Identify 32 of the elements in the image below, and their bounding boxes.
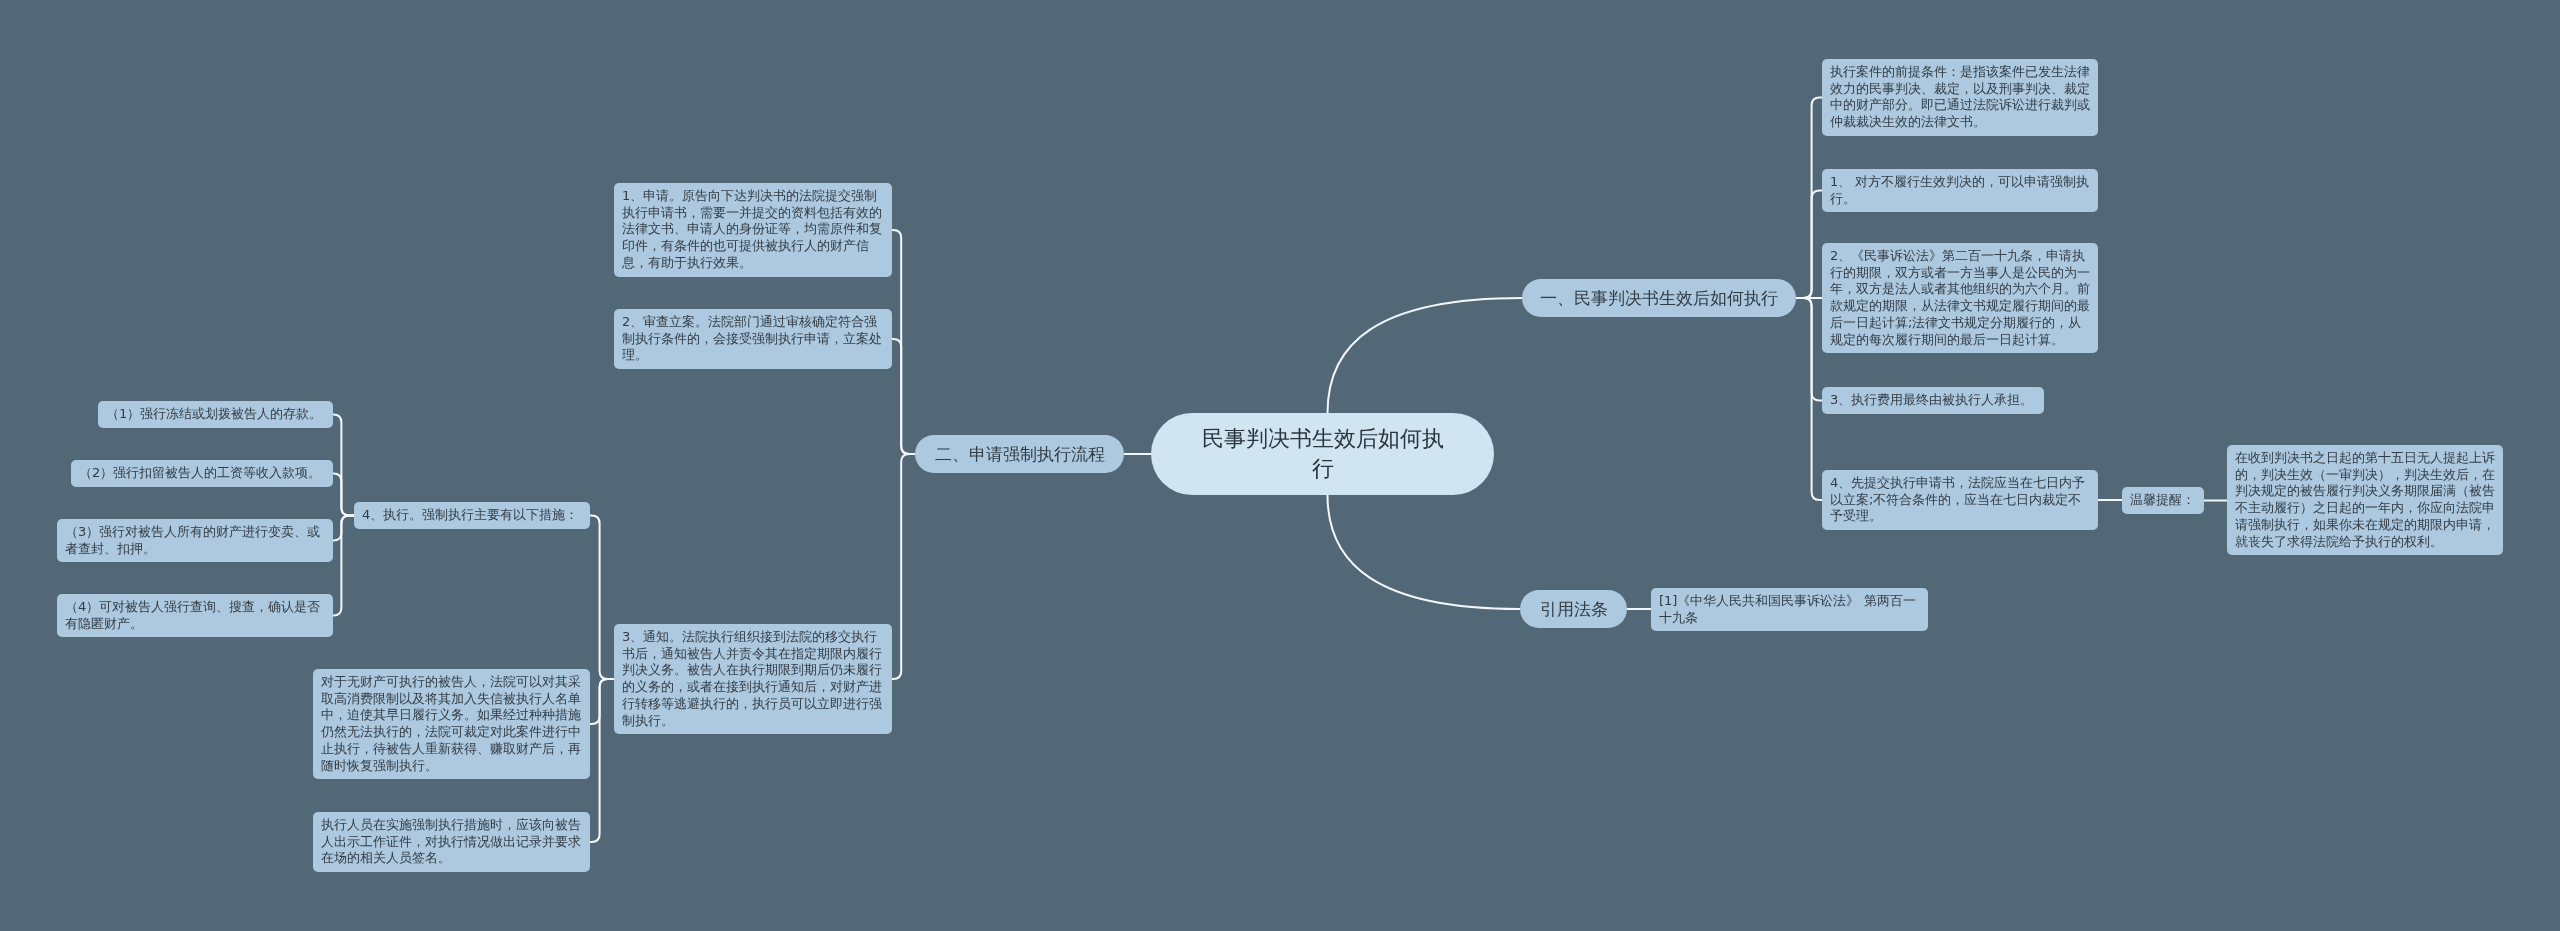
connector-line — [1626, 608, 1652, 610]
note-box: 1、 对方不履行生效判决的，可以申请强制执行。 — [1822, 169, 2098, 213]
note-box: 对于无财产可执行的被告人，法院可以对其采取高消费限制以及将其加入失信被执行人名单中，迫使其早日履行义务。如果经过种种措施仍然无法执行的，法院可裁定对此案件进行中止执行，待被告人重新获得、赚取财产后，再随时恢复强制执行。 — [313, 669, 590, 780]
connector-line — [1123, 453, 1152, 455]
note-box: 执行案件的前提条件：是指该案件已发生法律效力的民事判决、裁定，以及刑事判决、裁定中的财产部分。即已通过法院诉讼进行裁判或仲裁裁决生效的法律文书。 — [1822, 59, 2098, 136]
connector-line — [1795, 297, 1823, 501]
note-box: 4、先提交执行申请书，法院应当在七日内予以立案;不符合条件的，应当在七日内裁定不予受理。 — [1822, 470, 2098, 531]
note-box: [1]《中华人民共和国民事诉讼法》 第两百一十九条 — [1651, 588, 1928, 632]
note-box: 温馨提醒： — [2122, 487, 2204, 514]
note-box: 1、申请。原告向下达判决书的法院提交强制执行申请书，需要一并提交的资料包括有效的法律文书、申请人的身份证等，均需原件和复印件，有条件的也可提供被执行人的财产信息，有助于执行效果。 — [614, 183, 892, 277]
connector-line — [589, 678, 615, 843]
connector-line — [332, 514, 355, 617]
note-box: 3、通知。法院执行组织接到法院的移交执行书后，通知被告人并责令其在指定期限内履行判决义务。被告人在执行期限到期后仍未履行的义务的，或者在接到执行通知后，对财产进行转移等逃避执行的，执行员可以立即进行强制执行。 — [614, 624, 892, 735]
note-box: 2、《民事诉讼法》第二百一十九条，申请执行的期限，双方或者一方当事人是公民的为一年，双方是法人或者其他组织的为六个月。前款规定的期限，从法律文书规定履行期间的最后一日起计算;法律文书规定分期履行的，从规定的每次履行期间的最后一日起计算。 — [1822, 243, 2098, 354]
note-box: 3、执行费用最终由被执行人承担。 — [1822, 387, 2044, 414]
branch-topic: 引用法条 — [1520, 590, 1627, 628]
connector-line — [1326, 494, 1521, 610]
connector-line — [1326, 297, 1523, 414]
connector-line — [891, 453, 916, 680]
note-box: 2、审查立案。法院部门通过审核确定符合强制执行条件的，会接受强制执行申请，立案处理。 — [614, 309, 892, 370]
note-box: 在收到判决书之日起的第十五日无人提起上诉的，判决生效（一审判决），判决生效后，在判决规定的被告履行判决义务期限届满（被告不主动履行）之日起的一年内，你应向法院申请强制执行，如果你未在规定的期限内申请，就丧失了求得法院给予执行的权利。 — [2227, 445, 2503, 556]
note-box: （1）强行冻结或划拨被告人的存款。 — [98, 401, 333, 428]
connector-line — [2097, 499, 2123, 501]
note-box: 4、执行。强制执行主要有以下措施： — [354, 502, 590, 529]
connector-line — [2203, 499, 2228, 502]
branch-topic: 二、申请强制执行流程 — [915, 435, 1124, 473]
note-box: （2）强行扣留被告人的工资等收入款项。 — [71, 460, 333, 487]
note-box: 执行人员在实施强制执行措施时，应该向被告人出示工作证件，对执行情况做出记录并要求在场的相关人员签名。 — [313, 812, 590, 873]
branch-topic: 一、民事判决书生效后如何执行 — [1522, 279, 1796, 317]
central-topic: 民事判决书生效后如何执行 — [1151, 413, 1494, 495]
note-box: （4）可对被告人强行查询、搜查，确认是否有隐匿财产。 — [57, 594, 333, 638]
note-box: （3）强行对被告人所有的财产进行变卖、或者查封、扣押。 — [57, 519, 333, 563]
